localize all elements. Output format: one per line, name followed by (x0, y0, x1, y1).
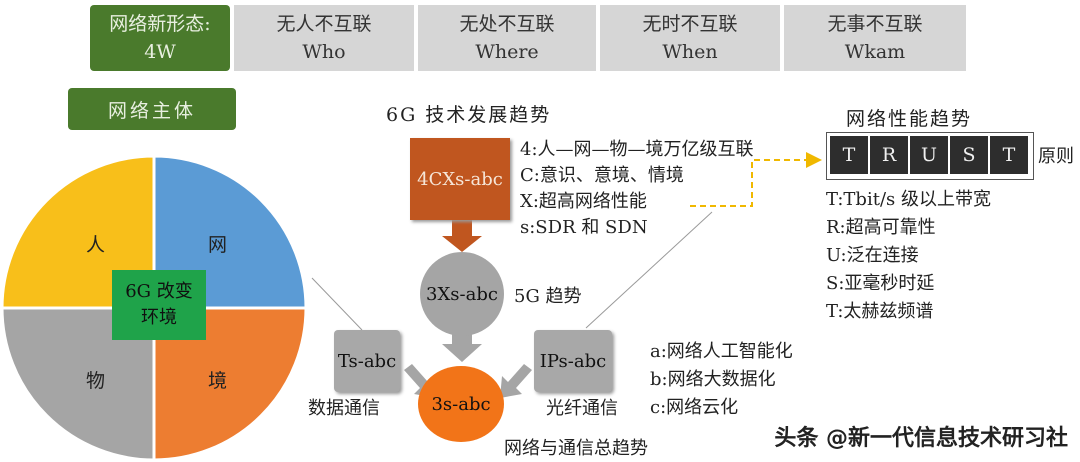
header-4w: 网络新形态: 4W (90, 5, 230, 71)
connector-pie-ts (311, 277, 363, 331)
trust-list-item: T:Tbit/s 级以上带宽 (826, 189, 991, 210)
trust-list: T:Tbit/s 级以上带宽 R:超高可靠性 U:泛在连接 S:亚毫秒时延 T:… (826, 186, 991, 326)
label-5g-trend: 5G 趋势 (514, 286, 582, 307)
label-network-comm-trend: 网络与通信总趋势 (504, 438, 648, 459)
header-wkam: 无事不互联 Wkam (784, 5, 966, 71)
box-ips: IPs-abc (534, 330, 612, 392)
header-who-line1: 无人不互联 (276, 13, 372, 35)
trust-letter: S (950, 136, 988, 174)
pie-label-wu: 物 (86, 370, 106, 392)
arrow-4c-3x (442, 220, 482, 252)
list-abc-item: b:网络大数据化 (650, 369, 776, 390)
header-where: 无处不互联 Where (418, 5, 596, 71)
watermark: 头条 @新一代信息技术研习社 (774, 426, 1068, 451)
center-6g-box: 6G 改变 环境 (112, 270, 206, 340)
label-data-comm: 数据通信 (308, 398, 380, 419)
trust-list-item: R:超高可靠性 (826, 217, 936, 238)
list-4c-item: X:超高网络性能 (520, 191, 647, 212)
circle-3xs: 3Xs-abc (420, 252, 504, 336)
trust-suffix: 原则 (1038, 146, 1074, 167)
pie-slice-wu (0, 306, 156, 462)
perf-trend-title: 网络性能趋势 (846, 108, 973, 130)
list-4c-item: 4:人—网—物—境万亿级互联 (520, 139, 754, 160)
header-who-line2: Who (302, 41, 346, 63)
label-fiber-comm: 光纤通信 (546, 398, 618, 419)
list-abc-item: a:网络人工智能化 (650, 341, 793, 362)
trust-letter: T (830, 136, 868, 174)
trust-list-item: U:泛在连接 (826, 245, 919, 266)
header-4w-line1: 网络新形态: (109, 13, 211, 35)
trust-list-item: S:亚毫秒时延 (826, 273, 935, 294)
list-abc-item: c:网络云化 (650, 397, 739, 418)
pie-label-wang: 网 (208, 234, 228, 256)
pie-slice-jing (152, 306, 308, 462)
list-4c: 4:人—网—物—境万亿级互联 C:意识、意境、情境 X:超高网络性能 s:SDR… (520, 137, 754, 241)
header-who: 无人不互联 Who (234, 5, 414, 71)
header-where-line1: 无处不互联 (459, 13, 555, 35)
trust-letter: T (990, 136, 1028, 174)
list-abc: a:网络人工智能化 b:网络大数据化 c:网络云化 (650, 338, 793, 422)
trust-list-item: T:太赫兹频谱 (826, 301, 934, 322)
connector-x-trust (690, 152, 822, 207)
center-6g-line1: 6G 改变 (125, 281, 193, 302)
trust-letter: U (910, 136, 948, 174)
arrow-ips-3s (500, 364, 532, 398)
network-subject-label: 网络主体 (68, 88, 236, 130)
circle-3s: 3s-abc (418, 366, 504, 442)
pie-label-ren: 人 (86, 234, 106, 256)
header-when: 无时不互联 When (600, 5, 780, 71)
header-wkam-line1: 无事不互联 (827, 13, 923, 35)
connector-ips-list (585, 211, 713, 329)
list-4c-item: s:SDR 和 SDN (520, 217, 648, 238)
trust-letter: R (870, 136, 908, 174)
box-4cxs: 4CXs-abc (410, 138, 510, 220)
header-when-line2: When (662, 41, 718, 63)
header-when-line1: 无时不互联 (642, 13, 738, 35)
pie-label-jing: 境 (208, 370, 228, 392)
box-ts: Ts-abc (334, 330, 400, 392)
header-where-line2: Where (475, 41, 539, 63)
tech-trend-title: 6G 技术发展趋势 (386, 104, 552, 126)
header-wkam-line2: Wkam (844, 41, 906, 63)
list-4c-item: C:意识、意境、情境 (520, 165, 684, 186)
center-6g-line2: 环境 (141, 307, 177, 328)
header-4w-line2: 4W (144, 41, 176, 63)
